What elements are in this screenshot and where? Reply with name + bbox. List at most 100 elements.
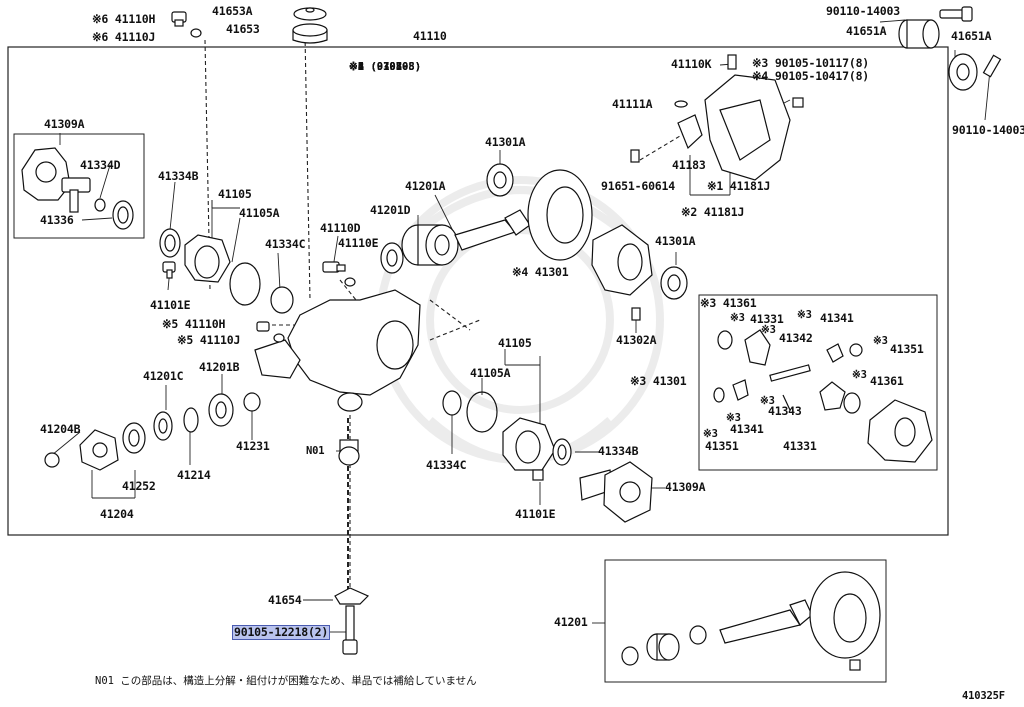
label-41309a-left: 41309A	[44, 117, 85, 131]
label-91651-60614: 91651-60614	[601, 179, 675, 193]
label-41361-b: 41361	[870, 374, 904, 388]
label-41361-a: ※3 41361	[700, 296, 757, 310]
support-41183	[677, 114, 703, 150]
footnote: N01 この部品は、構造上分解・組付けが困難なため、単品では補給していません	[95, 675, 477, 687]
star-mark-7: ※3	[726, 412, 741, 424]
label-41334c-mid: 41334C	[426, 458, 467, 472]
label-41309a-mid: 41309A	[665, 480, 706, 494]
plug-41110d	[322, 261, 346, 273]
label-41351-a: 41351	[890, 342, 924, 356]
spacer-41231	[243, 392, 261, 412]
bearing-41201c	[153, 411, 173, 441]
o-ring-41105a-mid	[466, 391, 498, 433]
label-41110k: 41110K	[671, 57, 712, 71]
seal-41336	[112, 200, 134, 230]
stopper-41654	[334, 587, 370, 605]
star-mark-3: ※3	[797, 309, 812, 321]
label-n01: N01	[306, 445, 325, 457]
label-41301-4: ※4 41301	[512, 265, 569, 279]
label-41252: 41252	[122, 479, 156, 493]
bearing-41201a	[401, 224, 459, 266]
bushing-41651a-top	[898, 19, 940, 49]
label-41334b-mid: 41334B	[598, 444, 639, 458]
gasket-41111a	[674, 100, 688, 108]
note-2: ※2 (9708- )	[349, 61, 422, 73]
label-41105-left: 41105	[218, 187, 252, 201]
plug-41110h-top	[171, 11, 187, 27]
label-41343: 41343	[768, 404, 802, 418]
label-41201c: 41201C	[143, 369, 184, 383]
bushing-41651a-right	[948, 53, 978, 91]
main-assembly-frame	[7, 46, 949, 536]
label-41302a: 41302A	[616, 333, 657, 347]
note-6: ※6 (0305- )	[349, 61, 422, 73]
label-41653: 41653	[226, 22, 260, 36]
label-41183: 41183	[672, 158, 706, 172]
washer-41361-b	[843, 392, 861, 414]
label-41101e-left: 41101E	[150, 298, 191, 312]
gasket-41110e	[344, 277, 356, 287]
pinion-shaft-41342	[769, 364, 811, 382]
star-mark-8: ※3	[703, 428, 718, 440]
bolt-90110-top	[939, 6, 973, 22]
breather-41110k	[727, 54, 737, 70]
label-90110-right: 90110-14003	[952, 123, 1024, 137]
label-41334d: 41334D	[80, 158, 121, 172]
label-41204b: 41204B	[40, 422, 81, 436]
bolt-41101e-left	[162, 261, 176, 279]
label-90110-top: 90110-14003	[826, 4, 900, 18]
label-41110h-top: ※6 41110H	[92, 12, 156, 26]
star-mark-5: ※3	[852, 369, 867, 381]
shim-41334c-mid	[442, 390, 462, 416]
note-5: ※5 ( -0305)	[349, 61, 422, 73]
note-3: ※3 ( -0108)	[349, 61, 422, 73]
carrier-housing-41110	[254, 289, 421, 412]
pinion-gear-41341-a	[826, 343, 844, 363]
label-41201d: 41201D	[370, 203, 411, 217]
star-mark-1: ※3	[730, 312, 745, 324]
retainer-41105-mid	[502, 417, 556, 471]
o-ring-41105a-left	[229, 262, 261, 306]
bolt-91651	[630, 149, 640, 163]
bolt-90105-12218	[342, 605, 358, 655]
flange-41204	[79, 429, 119, 471]
rear-cover-41181j	[704, 74, 791, 181]
drive-pinion-shaft	[454, 209, 531, 251]
label-41351-b: 41351	[705, 439, 739, 453]
label-41201-inset: 41201	[554, 615, 588, 629]
part-shapes	[21, 6, 1002, 671]
label-41201b: 41201B	[199, 360, 240, 374]
label-41331-b: 41331	[783, 439, 817, 453]
washer-41334d	[94, 198, 106, 212]
shim-41334c-left	[270, 286, 294, 314]
note-1: ※1 ( -9708)	[349, 61, 422, 73]
label-41651a-a: 41651A	[846, 24, 887, 38]
seal-41252	[122, 422, 146, 454]
label-41336: 41336	[40, 213, 74, 227]
nut-41204b	[44, 452, 60, 468]
label-41341-b: 41341	[730, 422, 764, 436]
washer-41351-a	[849, 343, 863, 357]
label-90105-12218-highlighted[interactable]: 90105-12218(2)	[231, 625, 331, 640]
bearing-41201d	[380, 242, 404, 274]
bolt-41101e-mid	[532, 469, 544, 481]
label-41201a: 41201A	[405, 179, 446, 193]
label-90105-10417: ※4 90105-10417(8)	[752, 69, 870, 83]
side-gear-41331-a	[744, 329, 771, 366]
label-41105-mid: 41105	[498, 336, 532, 350]
plug-41110h-mid	[256, 321, 270, 332]
label-41110h-mid: ※5 41110H	[162, 317, 226, 331]
pin-41343	[782, 394, 791, 411]
label-90105-10117: ※3 90105-10117(8)	[752, 56, 870, 70]
label-41301a-top: 41301A	[485, 135, 526, 149]
gasket-41110j-top	[190, 28, 202, 38]
label-41204: 41204	[100, 507, 134, 521]
label-41231: 41231	[236, 439, 270, 453]
differential-case-inset-frame	[698, 294, 938, 471]
part-n01	[338, 439, 360, 466]
retainer-41105-left	[184, 234, 231, 283]
label-41301a-mid: 41301A	[655, 234, 696, 248]
side-gear-41331-b	[819, 381, 846, 411]
label-41110: 41110	[413, 29, 447, 43]
label-41334b-left: 41334B	[158, 169, 199, 183]
